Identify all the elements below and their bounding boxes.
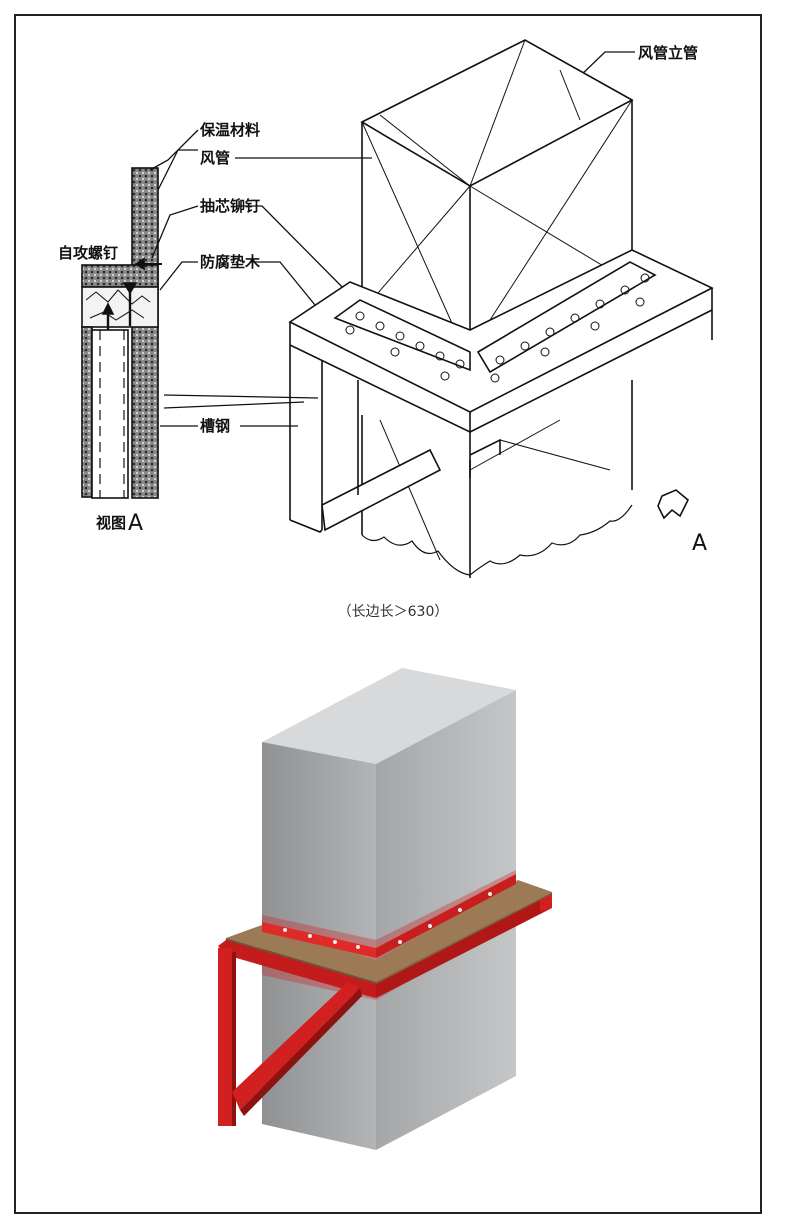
label-view-a: 视图 [96, 514, 126, 532]
label-channel-steel: 槽钢 [200, 417, 230, 435]
label-insulation: 保温材料 [199, 121, 260, 139]
line-drawing [81, 39, 714, 578]
render-channel-steel [218, 894, 552, 1126]
label-self-tapping-screw: 自攻螺钉 [58, 244, 118, 262]
render-duct-top [262, 668, 516, 764]
render-3d [218, 668, 552, 1150]
label-duct-riser: 风管立管 [638, 44, 698, 62]
leader-lines [149, 51, 635, 427]
duct-riser-drawing [360, 39, 634, 578]
render-angle-plate [262, 922, 376, 958]
rivets [345, 273, 650, 383]
label-view-a-letter: A [128, 511, 143, 536]
label-antiseptic-wood: 防腐垫木 [200, 253, 261, 271]
caption: （长边长＞630） [338, 604, 449, 620]
label-duct: 风管 [200, 149, 230, 167]
support-frame-drawing [288, 249, 714, 533]
label-arrow-letter: A [692, 531, 707, 556]
label-blind-rivet: 抽芯铆钉 [200, 197, 260, 215]
section-view-a [81, 167, 162, 499]
view-arrow-icon [657, 489, 689, 520]
render-wood-frame [226, 880, 552, 982]
